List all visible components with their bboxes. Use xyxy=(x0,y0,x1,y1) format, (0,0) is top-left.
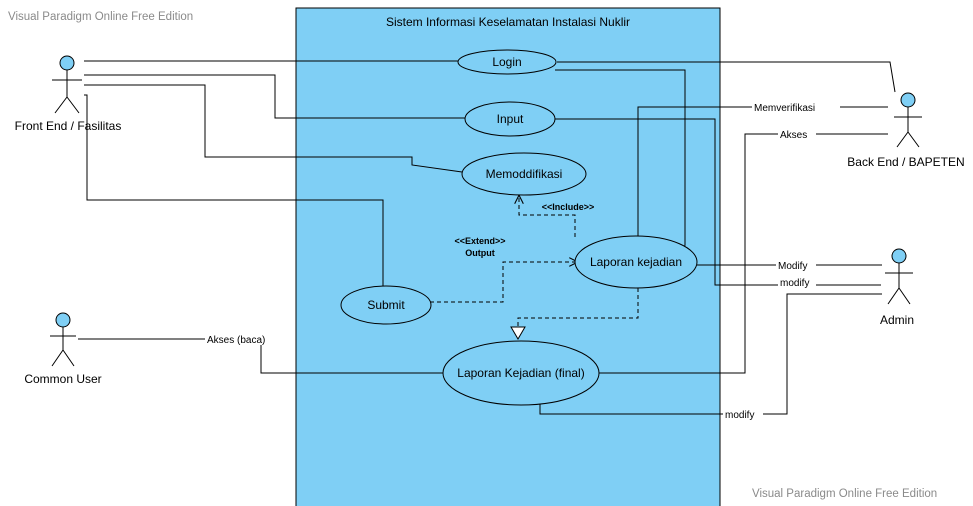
assoc-final-admin xyxy=(539,293,882,415)
use-case-memodifikasi-label: Memoddifikasi xyxy=(486,167,563,181)
assoc-frontend-memodifikasi xyxy=(84,84,463,173)
actor-back-end-label: Back End / BAPETEN xyxy=(847,155,964,169)
assoc-login-backend xyxy=(557,61,896,93)
actor-front-end-label: Front End / Fasilitas xyxy=(15,119,122,133)
modify-label-2: modify xyxy=(780,278,809,289)
memverifikasi-label: Memverifikasi xyxy=(754,103,815,114)
actor-admin[interactable] xyxy=(885,248,913,305)
actor-front-end-head xyxy=(59,55,75,71)
akses-label: Akses xyxy=(780,130,807,141)
use-case-input-label: Input xyxy=(497,112,524,126)
dependencies xyxy=(430,196,639,338)
extend-output-label: Output xyxy=(465,248,495,258)
use-case-ellipses xyxy=(340,49,698,406)
include-label: <<Include>> xyxy=(542,202,595,212)
generalization-arrowhead xyxy=(510,326,526,340)
system-title: Sistem Informasi Keselamatan Instalasi N… xyxy=(386,15,630,29)
modify-final-label: modify xyxy=(725,410,754,421)
assoc-commonuser xyxy=(78,338,443,374)
use-case-submit[interactable] xyxy=(340,285,432,325)
watermark-top: Visual Paradigm Online Free Edition xyxy=(8,11,194,23)
actor-common-user-label: Common User xyxy=(24,372,101,386)
actor-admin-label: Admin xyxy=(880,313,914,327)
akses-baca-label: Akses (baca) xyxy=(207,335,265,346)
assoc-akses xyxy=(598,133,888,374)
actor-admin-head xyxy=(891,248,907,264)
actor-back-end-head xyxy=(900,92,916,108)
actor-back-end[interactable] xyxy=(894,92,922,148)
actor-common-user[interactable] xyxy=(50,312,76,367)
use-case-login-label: Login xyxy=(492,55,521,69)
use-case-laporan-kejadian-label: Laporan kejadian xyxy=(590,255,682,269)
modify-label-1: Modify xyxy=(778,261,807,272)
use-case-laporan-kejadian[interactable] xyxy=(574,235,698,289)
assoc-frontend-submit xyxy=(84,94,384,287)
assoc-frontend-input xyxy=(84,74,465,119)
use-case-memodifikasi[interactable] xyxy=(461,152,587,196)
extend-label: <<Extend>> xyxy=(454,236,505,246)
actor-front-end[interactable] xyxy=(52,55,82,114)
watermark-bottom: Visual Paradigm Online Free Edition xyxy=(752,488,938,500)
include-arrow xyxy=(519,196,576,237)
use-case-login[interactable] xyxy=(457,49,557,75)
use-case-input[interactable] xyxy=(464,101,556,137)
generalization-arrow xyxy=(517,288,639,338)
use-case-submit-label: Submit xyxy=(367,298,405,312)
actor-common-user-head xyxy=(55,312,71,328)
extend-arrow xyxy=(430,262,577,303)
use-case-laporan-final[interactable] xyxy=(442,340,600,406)
use-case-laporan-final-label: Laporan Kejadian (final) xyxy=(457,366,584,380)
